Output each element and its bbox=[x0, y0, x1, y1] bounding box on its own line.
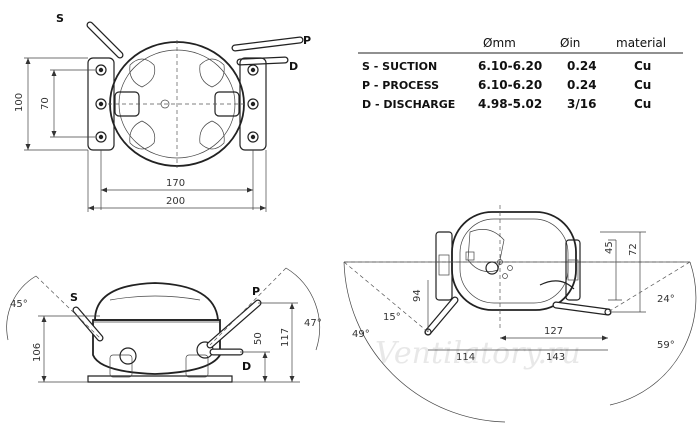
end-angle-59: 59° bbox=[657, 340, 675, 351]
dim-170: 170 bbox=[166, 178, 185, 189]
header-material: material bbox=[616, 36, 666, 50]
row-suction-in: 0.24 bbox=[567, 59, 597, 73]
row-suction-mm: 6.10-6.20 bbox=[478, 59, 542, 73]
dim-70: 70 bbox=[40, 97, 51, 110]
end-view: 94 45 72 127 114 143 15° 49° 24° 59° bbox=[343, 205, 697, 423]
header-mm: Ømm bbox=[483, 36, 516, 50]
end-angle-15: 15° bbox=[383, 312, 401, 323]
top-label-s: S bbox=[56, 12, 64, 25]
row-process-mm: 6.10-6.20 bbox=[478, 78, 542, 92]
end-dim-94: 94 bbox=[412, 289, 423, 302]
side-angle-45: 45° bbox=[10, 299, 28, 310]
row-process-name: P - PROCESS bbox=[362, 79, 439, 92]
end-angle-49: 49° bbox=[352, 329, 370, 340]
top-label-p: P bbox=[303, 34, 311, 47]
end-angle-24: 24° bbox=[657, 294, 675, 305]
side-dim-117: 117 bbox=[280, 328, 291, 347]
end-dim-72: 72 bbox=[628, 243, 639, 256]
header-in: Øin bbox=[560, 36, 580, 50]
row-discharge-material: Cu bbox=[634, 97, 651, 111]
top-view: S P D 170 200 100 70 bbox=[14, 12, 311, 212]
row-discharge-name: D - DISCHARGE bbox=[362, 98, 455, 111]
side-label-d: D bbox=[242, 360, 251, 373]
end-dim-143: 143 bbox=[546, 352, 565, 363]
dim-200: 200 bbox=[166, 196, 185, 207]
end-dim-114: 114 bbox=[456, 352, 475, 363]
end-dim-45: 45 bbox=[604, 241, 615, 254]
side-label-s: S bbox=[70, 291, 78, 304]
side-label-p: P bbox=[252, 285, 260, 298]
spec-table: Ømm Øin material S - SUCTION 6.10-6.20 0… bbox=[358, 36, 683, 111]
row-process-material: Cu bbox=[634, 78, 651, 92]
side-dim-50: 50 bbox=[253, 332, 264, 345]
row-suction-material: Cu bbox=[634, 59, 651, 73]
row-suction-name: S - SUCTION bbox=[362, 60, 437, 73]
side-view: S P D 45° 47° 106 50 117 bbox=[6, 267, 322, 383]
side-angle-47: 47° bbox=[304, 318, 322, 329]
top-label-d: D bbox=[289, 60, 298, 73]
end-dim-127: 127 bbox=[544, 326, 563, 337]
row-discharge-mm: 4.98-5.02 bbox=[478, 97, 542, 111]
watermark: Ventilatory.ru bbox=[375, 336, 581, 371]
row-discharge-in: 3/16 bbox=[567, 97, 596, 111]
dim-100: 100 bbox=[14, 93, 25, 112]
row-process-in: 0.24 bbox=[567, 78, 597, 92]
side-dim-106: 106 bbox=[32, 343, 43, 362]
